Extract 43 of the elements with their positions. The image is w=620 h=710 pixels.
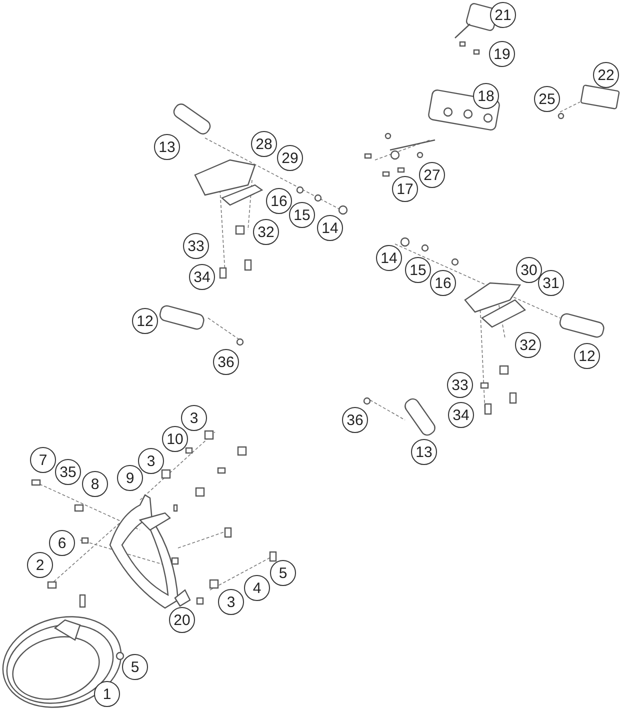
callout-number: 30 — [516, 257, 542, 283]
callout-number: 36 — [342, 407, 368, 433]
callout-number: 36 — [213, 349, 239, 375]
callout-number: 12 — [132, 308, 158, 334]
callout-number: 5 — [270, 560, 296, 586]
callout-number: 34 — [189, 264, 215, 290]
callout-number: 16 — [266, 188, 292, 214]
callout-number: 14 — [317, 215, 343, 241]
callout-number: 25 — [534, 86, 560, 112]
callout-number: 2 — [27, 552, 53, 578]
callout-number: 28 — [251, 131, 277, 157]
callout-number: 3 — [181, 405, 207, 431]
callout-number: 18 — [473, 83, 499, 109]
callout-number: 6 — [49, 530, 75, 556]
callout-number: 35 — [55, 459, 81, 485]
callout-number: 8 — [82, 471, 108, 497]
callout-number: 33 — [183, 233, 209, 259]
callout-number: 29 — [277, 145, 303, 171]
callout-number: 27 — [419, 162, 445, 188]
callout-number: 31 — [538, 270, 564, 296]
callout-number: 22 — [593, 62, 619, 88]
callout-number: 16 — [430, 270, 456, 296]
callout-number: 15 — [405, 257, 431, 283]
callout-number: 17 — [392, 176, 418, 202]
callout-number: 34 — [448, 402, 474, 428]
callout-number: 21 — [490, 2, 516, 28]
callout-number: 1 — [94, 681, 120, 707]
callout-number: 3 — [138, 448, 164, 474]
callout-number: 13 — [411, 439, 437, 465]
callout-number: 33 — [447, 372, 473, 398]
callout-number: 3 — [218, 589, 244, 615]
callout-number: 4 — [244, 575, 270, 601]
callout-number: 7 — [30, 447, 56, 473]
callout-number: 10 — [162, 426, 188, 452]
callout-number: 12 — [574, 343, 600, 369]
callout-number: 14 — [376, 245, 402, 271]
callout-number: 5 — [122, 654, 148, 680]
callout-number: 15 — [289, 202, 315, 228]
callout-number: 32 — [253, 219, 279, 245]
callout-number: 9 — [117, 465, 143, 491]
callout-number: 32 — [515, 332, 541, 358]
callout-number: 19 — [489, 41, 515, 67]
callout-number: 13 — [154, 134, 180, 160]
